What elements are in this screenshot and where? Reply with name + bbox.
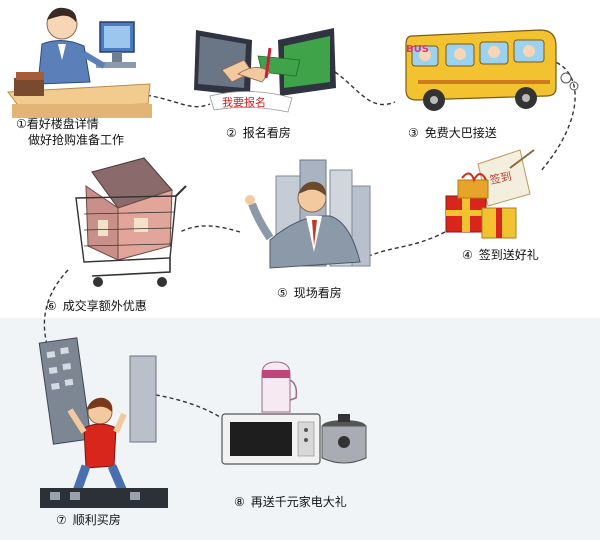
signup-sign-text: 我要报名 <box>222 95 266 109</box>
step-3-label: ③ 免费大巴接送 <box>408 125 497 141</box>
step-6-text: 成交享额外优惠 <box>62 299 147 313</box>
step-4-label: ④ 签到送好礼 <box>462 247 539 263</box>
school-bus-icon: BUS <box>405 29 579 111</box>
bus-sign-text: BUS <box>406 44 429 55</box>
step-2-number: ② <box>226 126 237 140</box>
step-5-label: ⑤ 现场看房 <box>277 285 342 301</box>
step-3-text: 免费大巴接送 <box>424 126 497 140</box>
step-8-text: 再送千元家电大礼 <box>250 495 347 509</box>
computer-handshake-icon: 我要报名 <box>194 28 336 113</box>
step-1-number: ① <box>16 117 27 131</box>
shopping-cart-house-icon <box>75 157 187 287</box>
step-5-number: ⑤ <box>277 286 288 300</box>
step-3-number: ③ <box>408 126 419 140</box>
step-1-label: ①看好楼盘详情 做好抢购准备工作 <box>16 116 124 148</box>
step-8-label: ⑧ 再送千元家电大礼 <box>234 494 347 510</box>
home-appliances-icon <box>221 361 367 465</box>
step-7-label: ⑦ 顺利买房 <box>56 512 121 528</box>
step-8-number: ⑧ <box>234 495 245 509</box>
step-7-text: 顺利买房 <box>72 513 121 527</box>
businessman-icon <box>245 159 371 269</box>
step-4-text: 签到送好礼 <box>478 248 539 262</box>
man-carrying-building-icon <box>38 337 168 508</box>
office-worker-icon <box>7 7 152 118</box>
step-5-text: 现场看房 <box>293 286 342 300</box>
step-2-text: 报名看房 <box>242 126 291 140</box>
step-7-number: ⑦ <box>56 513 67 527</box>
step-1-text-line2: 做好抢购准备工作 <box>28 133 125 147</box>
step-1-text: 看好楼盘详情 <box>26 117 99 131</box>
step-4-number: ④ <box>462 248 473 262</box>
gift-card-text: 签到 <box>488 169 512 187</box>
step-6-label: ⑥ 成交享额外优惠 <box>46 298 147 314</box>
gift-boxes-icon: 签到 <box>445 149 535 239</box>
step-6-number: ⑥ <box>46 299 57 313</box>
step-2-label: ② 报名看房 <box>226 125 291 141</box>
